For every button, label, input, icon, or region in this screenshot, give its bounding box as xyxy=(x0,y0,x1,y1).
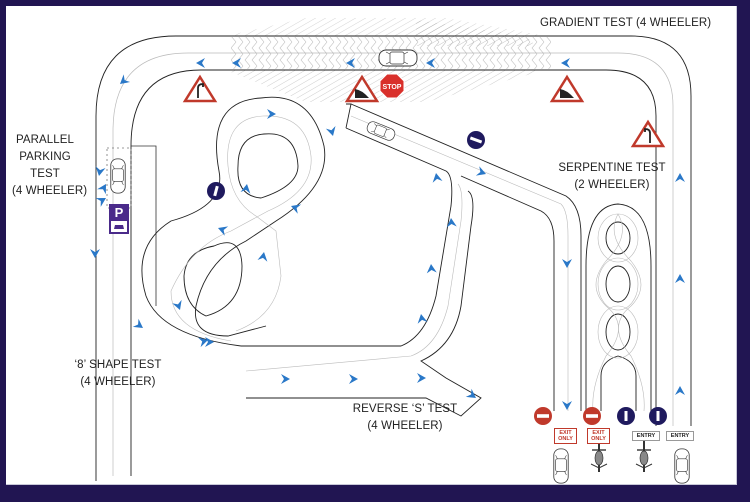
curve-warning-icon xyxy=(630,119,666,148)
exit-only-tag: EXIT ONLY xyxy=(587,428,610,444)
direction-arrows xyxy=(90,58,685,410)
serpentine-track xyxy=(585,203,652,411)
label-serpentine: SERPENTINE TEST (2 WHEELER) xyxy=(552,160,672,194)
exit-only-tag-line2: ONLY xyxy=(558,436,573,442)
arrow-left xyxy=(196,58,205,68)
label-parallel-parking-line2: PARKING xyxy=(19,151,71,163)
one-way-right-icon xyxy=(467,131,485,149)
parking-sign-text: P xyxy=(115,205,124,220)
label-parallel-parking: PARALLEL PARKING TEST (4 WHEELER) xyxy=(12,132,88,200)
arrow-park-in xyxy=(97,181,111,195)
label-eight-shape-line1: ‘8’ SHAPE TEST xyxy=(74,359,162,371)
arrow-park-in xyxy=(95,193,109,207)
no-entry-icon xyxy=(534,407,552,425)
label-eight-shape-line2: (4 WHEELER) xyxy=(80,376,156,388)
figure-eight-road xyxy=(141,96,326,347)
arrow-left xyxy=(561,58,570,68)
arrow-right xyxy=(281,374,290,384)
reverse-s-start xyxy=(345,103,352,129)
arrow-right xyxy=(267,109,276,119)
arrow-down xyxy=(90,249,100,258)
arrow-up xyxy=(426,263,437,274)
arrow-down-right xyxy=(132,318,146,333)
steep-slope-warning-icon xyxy=(344,74,380,103)
motorcycle-exit xyxy=(590,439,608,473)
gradient-ramp-lower-left xyxy=(226,70,346,102)
exit-only-tag-line1: EXIT xyxy=(592,430,605,436)
one-way-ahead-icon xyxy=(649,407,667,425)
outer-loop-lanes xyxy=(112,52,674,476)
parking-sign-icon: P xyxy=(109,204,129,234)
exit-only-tag: EXIT ONLY xyxy=(554,428,577,444)
label-gradient-test: GRADIENT TEST (4 WHEELER) xyxy=(540,17,712,29)
label-parallel-parking-line3: TEST xyxy=(30,168,60,180)
car-parked xyxy=(110,158,126,194)
arrow-up xyxy=(446,217,457,228)
one-way-ahead-icon xyxy=(207,182,225,200)
arrow-down xyxy=(562,401,572,410)
exit-only-tag-line2: ONLY xyxy=(591,436,606,442)
label-reverse-s-line1: REVERSE ‘S’ TEST xyxy=(352,403,458,415)
one-way-ahead-icon xyxy=(617,407,635,425)
arrow-up xyxy=(675,274,685,283)
label-serpentine-line1: SERPENTINE TEST xyxy=(558,162,666,174)
exit-only-tag-line1: EXIT xyxy=(559,430,572,436)
label-reverse-s: REVERSE ‘S’ TEST (4 WHEELER) xyxy=(346,401,464,435)
track-svg: STOP P xyxy=(90,18,692,484)
reverse-s-lanes xyxy=(245,115,569,411)
arrow-up xyxy=(675,386,685,395)
steep-slope-warning-icon xyxy=(549,74,585,103)
arrow-down xyxy=(562,259,572,268)
car-exit xyxy=(553,448,569,484)
arrow-up xyxy=(675,173,685,182)
reverse-s-road xyxy=(241,103,582,417)
arrow-right xyxy=(349,374,358,384)
figure-eight-lanes xyxy=(170,115,312,342)
serpentine-lanes xyxy=(592,213,645,412)
entry-tag: ENTRY xyxy=(632,431,660,441)
stop-sign-text: STOP xyxy=(383,84,402,91)
entry-tag: ENTRY xyxy=(666,431,694,441)
arrow-right xyxy=(417,373,426,383)
curve-warning-icon xyxy=(182,74,218,103)
arrow-right xyxy=(205,337,214,347)
track-diagram: STOP P xyxy=(6,6,737,485)
arrow-up xyxy=(257,251,269,262)
car-entry xyxy=(674,448,690,484)
arrow-left xyxy=(216,223,229,236)
arrow-down xyxy=(172,299,185,312)
label-serpentine-line2: (2 WHEELER) xyxy=(574,179,650,191)
car-on-ramp xyxy=(378,49,418,67)
motorcycle-entry xyxy=(635,439,653,473)
label-parallel-parking-line1: PARALLEL xyxy=(15,134,75,146)
stop-sign-icon: STOP xyxy=(379,73,405,99)
outer-loop-road xyxy=(95,35,692,481)
label-eight-shape: ‘8’ SHAPE TEST (4 WHEELER) xyxy=(68,357,168,391)
label-parallel-parking-line4: (4 WHEELER) xyxy=(12,185,88,197)
no-entry-icon xyxy=(583,407,601,425)
arrow-down xyxy=(325,126,338,138)
gradient-ramp-upper xyxy=(226,18,546,36)
arrow-up xyxy=(431,172,443,183)
label-reverse-s-line2: (4 WHEELER) xyxy=(367,420,443,432)
